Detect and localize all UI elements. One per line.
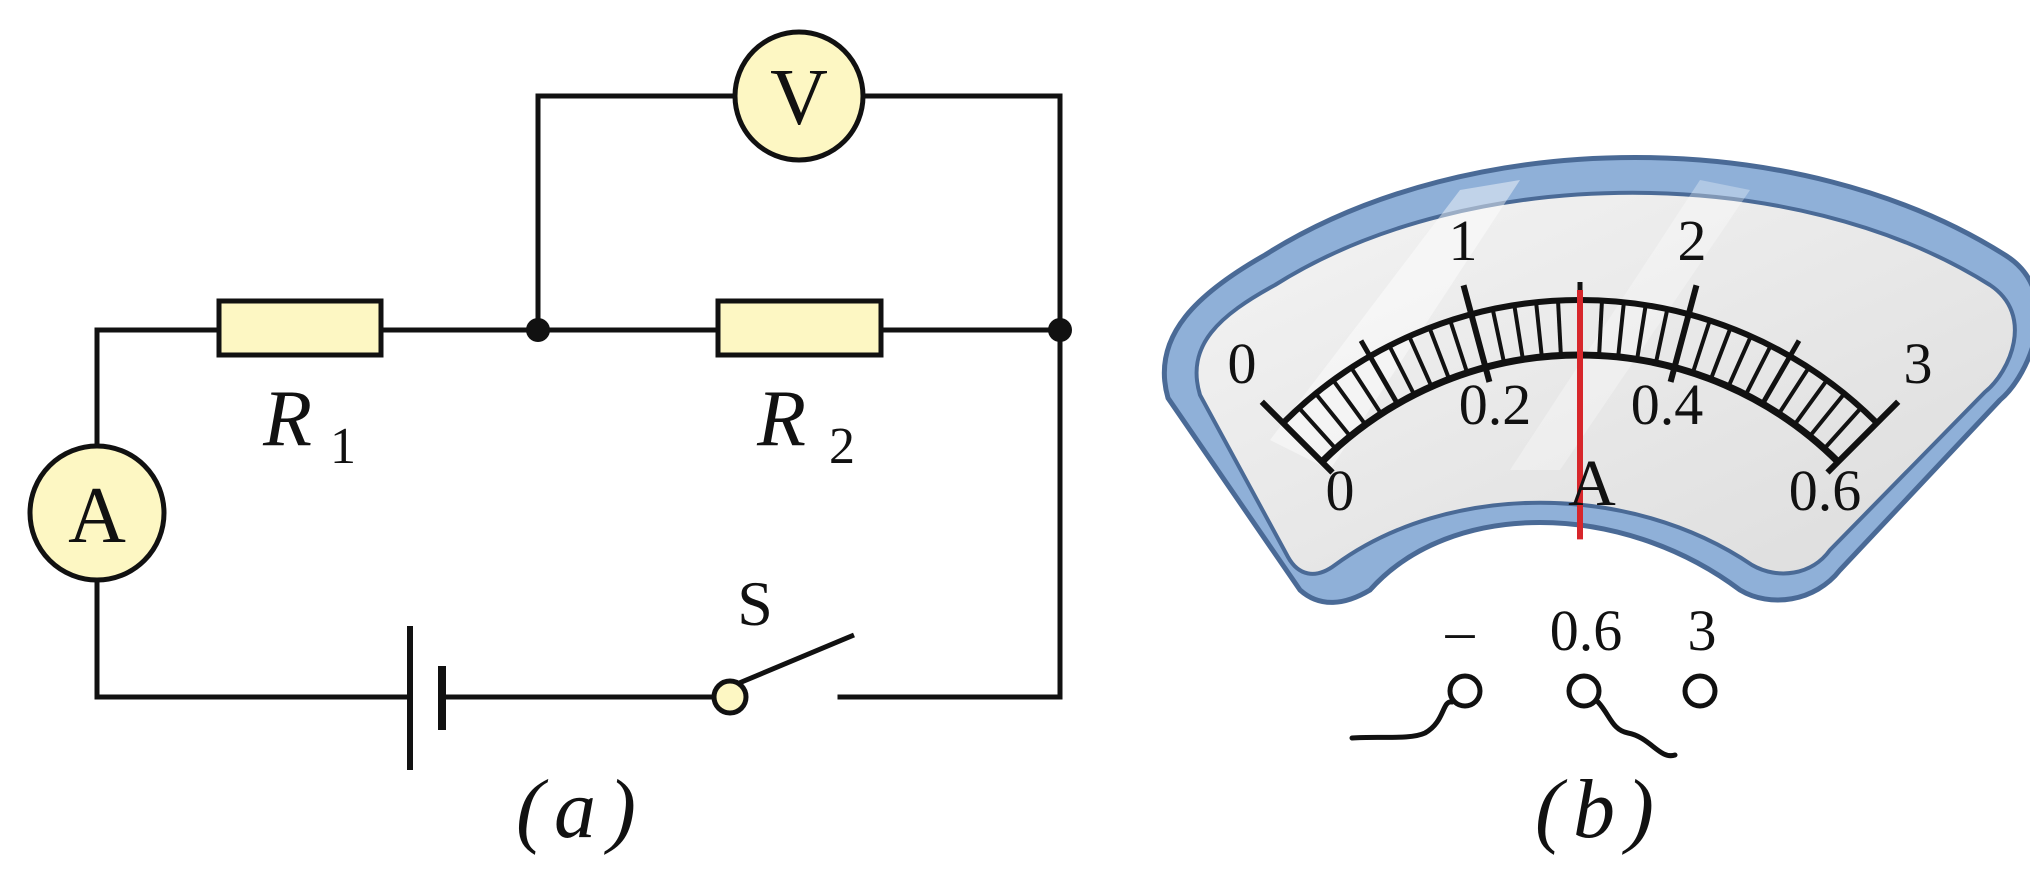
terminal-3 — [1682, 673, 1718, 709]
meter-scale — [1259, 282, 1901, 475]
scale-tick — [1259, 399, 1335, 475]
meter-face — [1194, 190, 2017, 576]
scale-tick — [1597, 300, 1604, 356]
resistor-r1-subscript: 1 — [330, 418, 356, 475]
scale-tick — [1349, 366, 1383, 415]
wire-voltmeter-left — [535, 93, 738, 333]
scale-tick — [1808, 392, 1846, 438]
voltmeter-label: V — [770, 54, 828, 142]
scale-tick — [1653, 308, 1670, 364]
scale-tick — [1407, 335, 1434, 388]
terminal-label-negative: – — [1445, 598, 1476, 663]
upper-scale-label-3: 3 — [1904, 331, 1933, 396]
scale-tick — [1331, 379, 1368, 426]
scale-tick — [1314, 392, 1352, 438]
lower-scale-label-2: 0.4 — [1631, 372, 1704, 437]
scale-tick — [1760, 339, 1802, 406]
lower-scale-label-0: 0 — [1326, 458, 1355, 523]
junction-dot-left — [526, 318, 550, 342]
scale-tick — [1690, 319, 1712, 374]
ammeter-dial: 0 1 2 3 0 0.2 0.4 0.6 A – 0.6 3 ( b ) — [1161, 155, 2030, 856]
junction-dot-right — [1048, 318, 1072, 342]
scale-tick — [1556, 300, 1563, 356]
ammeter-label: A — [68, 472, 126, 560]
scale-tick — [1825, 399, 1901, 475]
caption-a: ( a ) — [516, 763, 636, 856]
scale-tick — [1822, 406, 1863, 451]
caption-a-close: ) — [604, 763, 636, 856]
lower-scale-label-3: 0.6 — [1789, 458, 1862, 523]
wire-voltmeter-right — [860, 93, 1063, 333]
upper-scale-label-0: 0 — [1228, 331, 1257, 396]
unit-label: A — [1568, 447, 1616, 520]
scale-tick — [1427, 327, 1452, 380]
caption-b-close: ) — [1622, 763, 1654, 856]
upper-scale-label-2: 2 — [1678, 208, 1707, 273]
scale-tick — [1635, 304, 1648, 360]
terminal-label-0-6: 0.6 — [1550, 598, 1623, 663]
glass-highlight-1 — [1270, 180, 1520, 470]
circuit-diagram: S R 1 R 2 V A ( a ) — [27, 29, 1072, 856]
ammeter-icon — [27, 443, 167, 583]
scale-tick — [1490, 308, 1507, 364]
battery-icon — [407, 626, 446, 770]
scale-tick — [1726, 335, 1753, 388]
scale-tick — [1460, 284, 1493, 383]
caption-b-open: ( — [1535, 763, 1568, 856]
scale-tick — [1534, 302, 1544, 358]
switch-icon — [711, 632, 855, 716]
scale-tick — [1358, 339, 1400, 406]
lower-scale-label-1: 0.2 — [1459, 372, 1532, 437]
scale-tick — [1777, 366, 1811, 415]
caption-a-letter: a — [554, 763, 596, 856]
upper-scale-label-1: 1 — [1449, 208, 1478, 273]
resistor-r1 — [216, 298, 384, 358]
terminal-label-3: 3 — [1688, 598, 1717, 663]
scale-tick — [1512, 304, 1525, 360]
glass-highlight-2 — [1510, 180, 1750, 470]
caption-b: ( b ) — [1535, 763, 1654, 856]
terminal-0-6 — [1566, 673, 1602, 709]
ammeter: A — [27, 443, 167, 583]
terminal-negative — [1447, 673, 1483, 709]
voltmeter-icon — [732, 29, 866, 163]
caption-a-open: ( — [516, 763, 549, 856]
switch-label: S — [737, 568, 773, 639]
scale-tick — [1708, 327, 1733, 380]
lead-wire-0-6 — [1595, 699, 1678, 759]
resistor-r2 — [715, 298, 884, 358]
wire-right — [837, 327, 1063, 700]
voltmeter: V — [732, 29, 866, 163]
scale-tick — [1297, 406, 1338, 451]
scale-tick — [1387, 344, 1417, 396]
scale-tick — [1667, 284, 1700, 383]
scale-tick — [1616, 302, 1626, 358]
scale-tick — [1792, 379, 1829, 426]
resistor-r2-label: R — [756, 375, 806, 463]
scale-tick — [1448, 319, 1470, 374]
caption-b-letter: b — [1573, 763, 1615, 856]
resistor-r2-subscript: 2 — [829, 418, 855, 475]
resistor-r1-label: R — [262, 375, 312, 463]
scale-tick — [1743, 344, 1773, 396]
wire-left-top — [94, 327, 222, 448]
lead-wire-negative — [1349, 699, 1455, 741]
wire-left-bottom — [94, 578, 413, 700]
